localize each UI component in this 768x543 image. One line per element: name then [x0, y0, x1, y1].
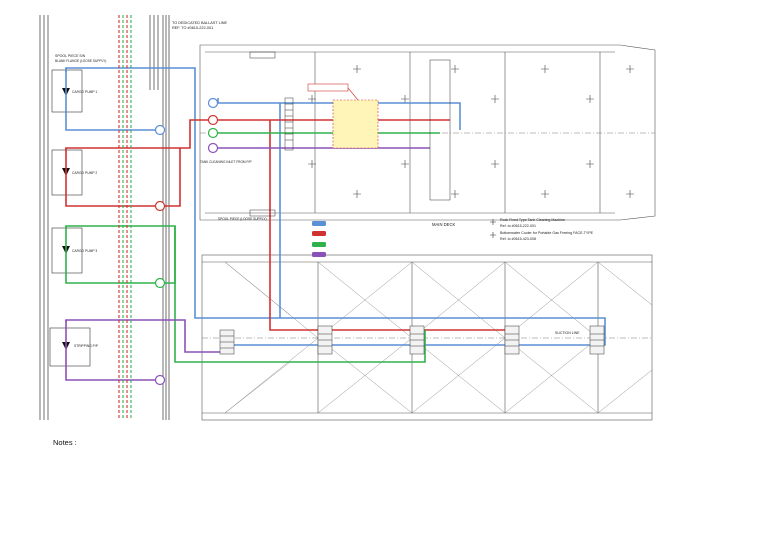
deck-outline-lower — [201, 254, 653, 421]
legend-2-ref: Ref. to #0615-423-008 — [500, 237, 536, 241]
notes-label: Notes : — [53, 438, 77, 447]
pump-boxes — [49, 69, 91, 367]
purple-pipeline — [65, 147, 430, 381]
legend-blue-swatch — [312, 221, 326, 226]
tank-cleaning-label: TANK CLEANING INLET FROM P/P — [200, 160, 252, 164]
callout-box — [307, 83, 349, 92]
spool-loose-label: SPOOL PIECE (LOOSE SUPPLY) — [218, 217, 267, 221]
blank-flange-label: BLANK FLANGE (LOOSE SUPPLY) — [55, 59, 106, 63]
legend-purple-swatch — [312, 252, 326, 257]
legend-1-ref: Ref. to #0615-222-001 — [500, 224, 536, 228]
valve-ticks — [220, 103, 604, 349]
legend-green-swatch — [312, 242, 326, 247]
suction-line-label: SUCTION LINE — [555, 331, 580, 335]
highlight-area — [332, 99, 379, 149]
main-deck-label: MAIN DECK — [432, 222, 455, 227]
stripping-pump-label: STRIPPING P/P — [74, 344, 99, 348]
valve-clusters-upper — [249, 51, 451, 217]
cargo-pump-2-label: CARGO PUMP 2 — [72, 171, 97, 175]
legend-swatches — [312, 221, 326, 257]
red-pipeline — [65, 119, 516, 345]
callout-leader — [347, 87, 359, 101]
top-note-1: TO DEDICATED BALLAST LINE — [172, 21, 228, 25]
blue-pipeline — [65, 67, 606, 346]
spool-piece-label: SPOOL PIECE S/N — [55, 54, 86, 58]
truss-diagonals — [224, 261, 653, 414]
legend-markers — [490, 219, 496, 238]
pump-room-frame — [39, 15, 170, 420]
deck-markers-upper — [308, 65, 634, 198]
legend-1-text: Rock Fixed Type Tank Cleaning Machine — [500, 218, 565, 222]
legend-red-swatch — [312, 231, 326, 236]
dashed-vertical-pipes — [118, 15, 132, 420]
cargo-pump-1-label: CARGO PUMP 1 — [72, 90, 97, 94]
green-pipeline — [65, 132, 440, 363]
legend-2-text: Bottomwater Cooler for Portable Gas Free… — [500, 231, 594, 235]
top-note-2: REF. TO #0615-222-001 — [172, 26, 213, 30]
cargo-pump-3-label: CARGO PUMP 3 — [72, 249, 97, 253]
connection-circles — [154, 97, 219, 386]
